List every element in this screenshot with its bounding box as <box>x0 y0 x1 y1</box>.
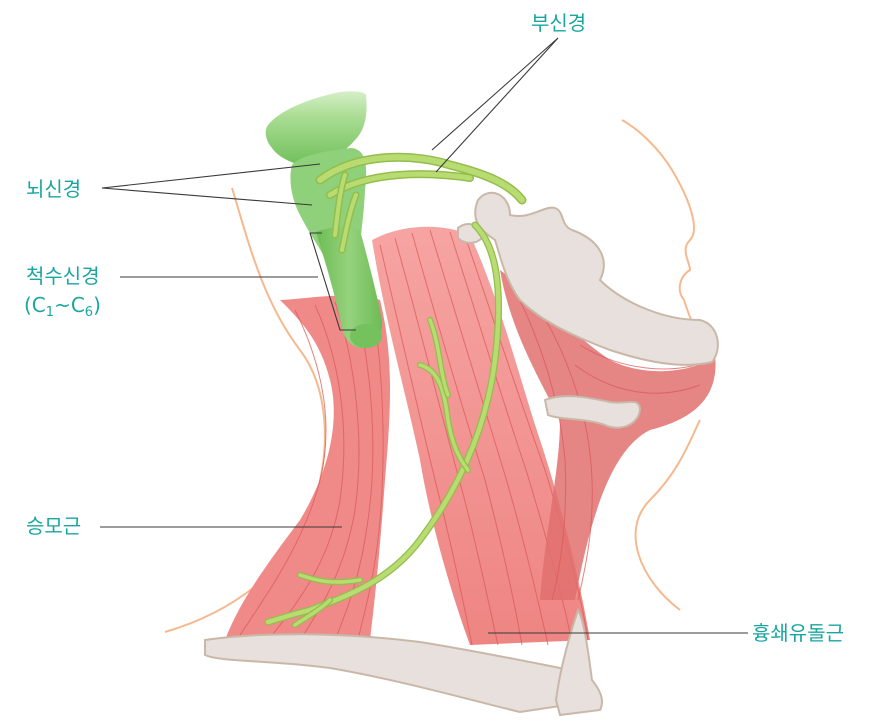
cranial-nerve-leader-a <box>102 164 320 188</box>
spinal-nerve-range-prefix: (C <box>24 293 46 317</box>
cranial-nerve-leader-b <box>102 188 312 205</box>
accessory-nerve-label: 부신경 <box>531 11 586 35</box>
spinal-nerve-range-sub1: 1 <box>46 305 54 320</box>
spinal-nerve-range-sub6: 6 <box>85 305 93 320</box>
spinal-nerve-range-label: (C1~C6) <box>24 293 101 320</box>
spinal-nerve-range-tilde: ~C <box>54 293 85 317</box>
accessory-nerve-leader-a <box>432 38 558 150</box>
trapezius-label: 승모근 <box>26 514 81 538</box>
spinal-nerve-range-close: ) <box>93 293 101 317</box>
spinal-nerve-label: 척수신경 <box>26 264 100 288</box>
sternocleidomastoid-label: 흉쇄유돌근 <box>752 621 844 645</box>
cranial-nerve-label: 뇌신경 <box>26 177 81 201</box>
accessory-nerve-leader-b <box>436 38 558 172</box>
